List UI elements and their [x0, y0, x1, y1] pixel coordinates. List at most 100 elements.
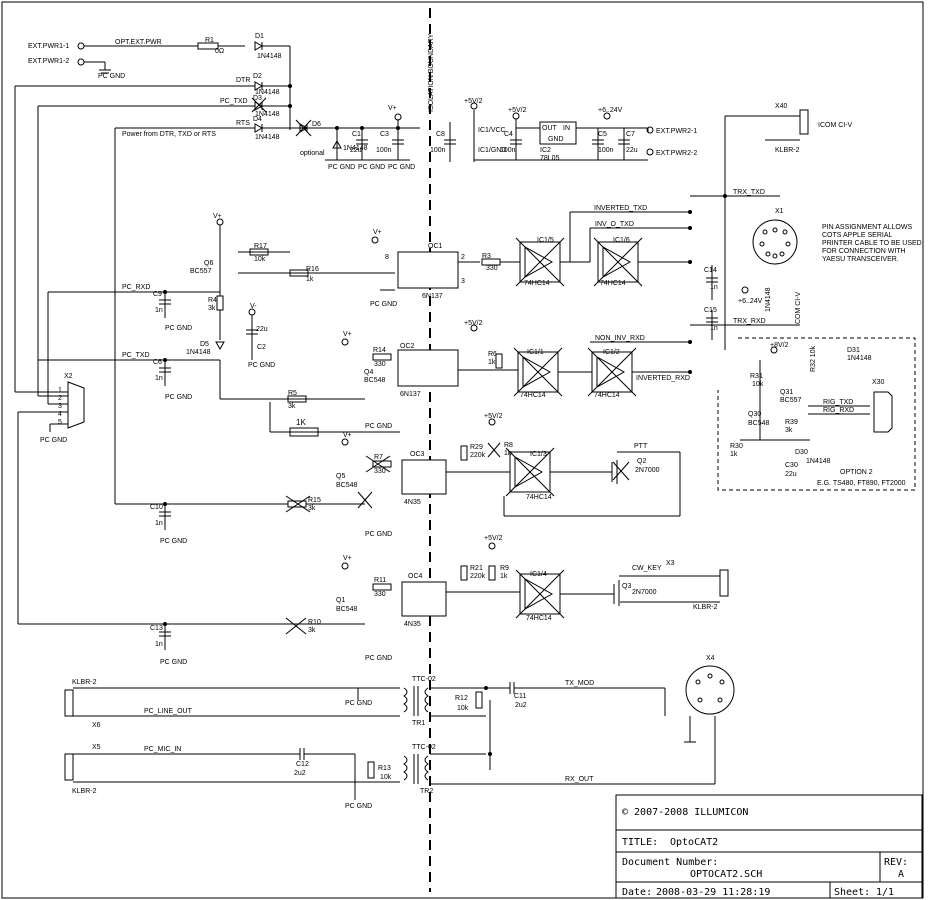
x3-label: X3 [666, 560, 675, 567]
q2-label: Q2 [637, 458, 646, 465]
ext-pwr2-1-label: EXT.PWR2-1 [656, 128, 697, 135]
pin-note-4: FOR CONNECTION WITH [822, 248, 906, 255]
q31-value: BC557 [780, 397, 802, 404]
pc-gnd-label-c13: PC GND [160, 659, 187, 666]
ic1-4-value: 74HC14 [526, 615, 552, 622]
oc4-value: 4N35 [404, 621, 421, 628]
c14-label: C14 [704, 267, 717, 274]
c13-label: C13 [150, 625, 163, 632]
r17-value: 10k [254, 256, 266, 263]
r12-value: 10k [457, 705, 469, 712]
pc-gnd-label-2: PC GND [328, 164, 355, 171]
pc-rxd-label: PC_RXD [122, 284, 150, 291]
r3-label: R3 [482, 253, 491, 260]
rev-label: REV: [884, 857, 908, 868]
tx-mod-label: TX_MOD [565, 680, 594, 687]
pc-line-out-label: PC_LINE_OUT [144, 708, 193, 715]
oc1-pin2: 2 [461, 254, 465, 261]
pin-note-3: PRINTER CABLE TO BE USED [822, 240, 922, 247]
ic1-4-inverter: IC1/4 74HC14 CW_KEY X3 Q3 2N7000 KLBR-2 [515, 560, 729, 622]
oc1-optocoupler: V+ OC1 6N137 R3 330 PC GND 8 2 3 [370, 229, 520, 308]
d30-value: 1N4148 [806, 458, 831, 465]
r14-value: 330 [374, 361, 386, 368]
oc1-pin3: 3 [461, 278, 465, 285]
tr1-type: TTC-02 [412, 676, 436, 683]
pc-gnd-label-c9: PC GND [165, 325, 192, 332]
c6-value: 1n [155, 375, 163, 382]
vplus-label-oc4: V+ [343, 555, 352, 562]
pc-gnd-label-x2: PC GND [40, 437, 67, 444]
power-note: Power from DTR, TXD or RTS [122, 131, 216, 138]
x6-label: X6 [92, 722, 101, 729]
c12-value: 2u2 [294, 770, 306, 777]
rev-value: A [898, 869, 904, 880]
r29-label: R29 [470, 444, 483, 451]
v5-2-label-oc4: +5V/2 [484, 535, 503, 542]
x2-label: X2 [64, 373, 73, 380]
r4-value: 3k [208, 305, 216, 312]
isolation-boundary-label: ISOLATION BOUNDARY [428, 33, 435, 112]
c30-label: C30 [785, 462, 798, 469]
q1-label: Q1 [336, 597, 345, 604]
date-value: 2008-03-29 11:28:19 [656, 887, 770, 898]
r7-value: 330 [374, 468, 386, 475]
klbr2-label-1: KLBR-2 [775, 147, 800, 154]
ic1-2-value: 74HC14 [594, 392, 620, 399]
klbr2-label-4: KLBR-2 [72, 788, 97, 795]
r10-value: 3k [308, 627, 316, 634]
q30-label: Q30 [748, 411, 761, 418]
q30-value: BC548 [748, 420, 770, 427]
c13-value: 1n [155, 641, 163, 648]
ic2-label: IC2 [540, 147, 551, 154]
d3-label: D3 [253, 95, 262, 102]
x40-label: X40 [775, 103, 788, 110]
r21-label: R21 [470, 565, 483, 572]
q1-value: BC548 [336, 606, 358, 613]
r1-value: 0Ω [215, 48, 224, 55]
v6-24-label-1: +6..24V [598, 107, 623, 114]
oc1-pin8: 8 [385, 254, 389, 261]
ic1-vcc-label: IC1/VCC [478, 127, 506, 134]
title-block: © 2007-2008 ILLUMICON TITLE: OptoCAT2 Do… [615, 794, 923, 899]
c7-value: 22u [626, 147, 638, 154]
oc4-label: OC4 [408, 573, 423, 580]
d30-label: D30 [795, 449, 808, 456]
c1-label: C1 [352, 131, 361, 138]
pin-note-5: YAESU TRANSCEIVER. [822, 256, 899, 263]
ic1-1-value: 74HC14 [520, 392, 546, 399]
v-minus-label: V- [250, 303, 257, 310]
ic1-6-inverter: IC1/6 74HC14 [569, 212, 690, 287]
c10-value: 1n [155, 520, 163, 527]
r12-label: R12 [455, 695, 468, 702]
c1-value: 22u [350, 147, 362, 154]
isolated-power-supply: +5V/2 C8 100n IC1/VCC IC1/GND +5V/2 C4 1… [430, 98, 697, 162]
r6-value: 1k [488, 359, 496, 366]
r11-label: R11 [374, 577, 386, 584]
audio-line-out: KLBR-2 X6 PC_LINE_OUT PC GND TTC-02 TR1 … [64, 676, 666, 770]
r5-label: R5 [288, 390, 297, 397]
r5-value: 3k [288, 403, 296, 410]
c9-label: C9 [153, 291, 162, 298]
tr2-label: TR2 [420, 788, 433, 795]
sheet-value: 1/1 [876, 887, 894, 898]
oc2-label: OC2 [400, 343, 415, 350]
opt-ext-pwr-label: OPT.EXT.PWR [115, 39, 162, 46]
diodes-d1-d4: D1 1N4148 DTR D2 1N4148 PC_TXD D3 1N4148… [15, 33, 420, 141]
one-k-label: 1K [296, 418, 306, 427]
x1-diode-value: 1N4148 [765, 287, 772, 312]
klbr2-label-3: KLBR-2 [72, 679, 97, 686]
ic2-out: OUT [542, 125, 558, 132]
pc-gnd-label-4: PC GND [388, 164, 415, 171]
ext-pwr-inputs: EXT.PWR1-1 EXT.PWR1-2 OPT.EXT.PWR PC GND… [28, 37, 245, 80]
x2-pin4: 4 [58, 411, 62, 418]
ic1-1-inverter: IC1/1 74HC14 [513, 347, 592, 399]
q31-label: Q31 [780, 389, 793, 396]
x5-label: X5 [92, 744, 101, 751]
oc3-label: OC3 [410, 451, 425, 458]
c4-value: 100n [500, 147, 516, 154]
r13-label: R13 [378, 765, 391, 772]
x4-din-connector: X4 [684, 655, 735, 743]
option2-block: +8V/2 R31 10k Q31 BC557 Q30 BC548 R39 3k… [717, 337, 916, 491]
